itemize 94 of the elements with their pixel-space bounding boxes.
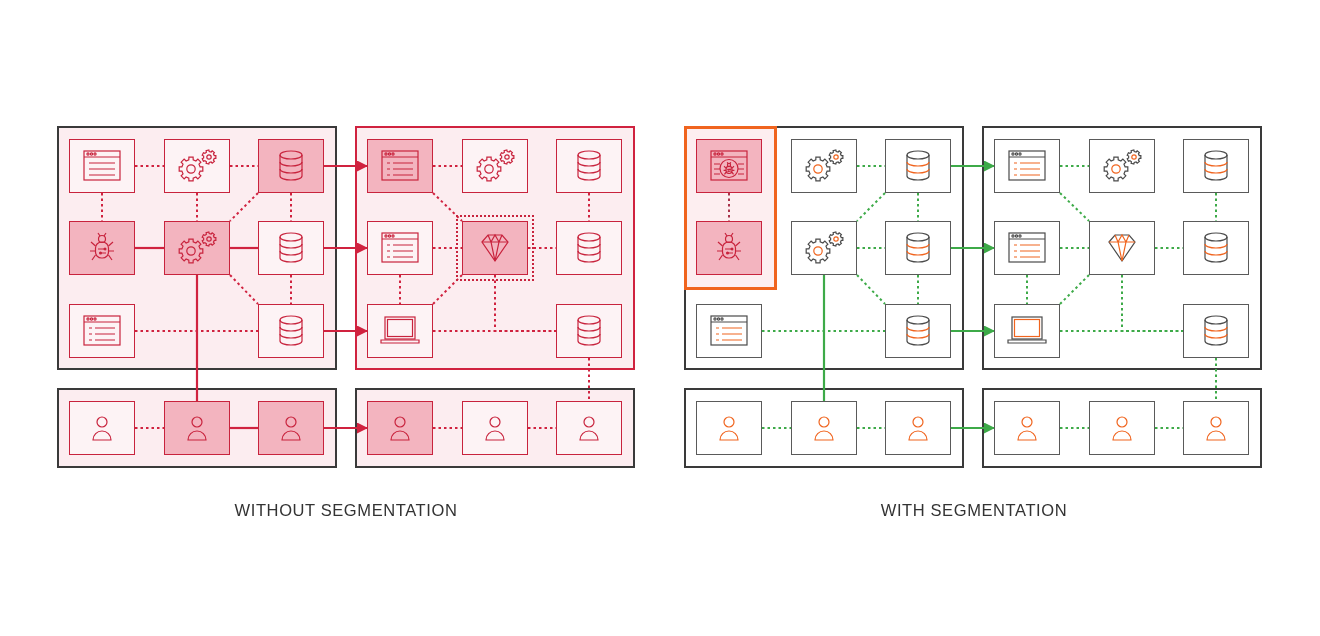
network-zone bbox=[982, 126, 1262, 370]
connector-line bbox=[230, 246, 258, 250]
network-zone bbox=[57, 388, 337, 468]
node-tile bbox=[696, 304, 762, 358]
network-zone bbox=[982, 388, 1262, 468]
arrow bbox=[324, 242, 368, 254]
connector-line bbox=[134, 165, 165, 167]
node-tile bbox=[696, 139, 762, 193]
node-tile bbox=[1089, 221, 1155, 275]
network-zone bbox=[355, 388, 635, 468]
node-tile bbox=[258, 304, 324, 358]
network-zone bbox=[684, 388, 964, 468]
connector-line bbox=[432, 427, 463, 429]
node-tile bbox=[696, 401, 762, 455]
connector-line bbox=[1059, 192, 1090, 222]
node-tile bbox=[164, 221, 230, 275]
node-tile bbox=[367, 401, 433, 455]
node-tile bbox=[885, 221, 951, 275]
connector-line bbox=[229, 274, 259, 305]
node-tile bbox=[164, 139, 230, 193]
arrow bbox=[324, 160, 368, 172]
segment-box bbox=[684, 126, 777, 290]
connector-line bbox=[588, 357, 590, 402]
arrow bbox=[324, 325, 368, 337]
network-zone bbox=[57, 126, 337, 370]
node-tile bbox=[791, 221, 857, 275]
connector-line bbox=[1215, 357, 1217, 402]
connector-line bbox=[761, 330, 886, 332]
node-tile bbox=[1089, 401, 1155, 455]
connector-line bbox=[134, 330, 259, 332]
node-tile bbox=[462, 401, 528, 455]
node-tile bbox=[1183, 304, 1249, 358]
connector-line bbox=[1026, 274, 1028, 305]
node-tile bbox=[258, 221, 324, 275]
node-tile bbox=[556, 304, 622, 358]
connector-line bbox=[1059, 247, 1090, 249]
connector-line bbox=[432, 192, 463, 222]
node-tile bbox=[1183, 139, 1249, 193]
connector-line bbox=[1059, 330, 1184, 332]
node-tile bbox=[1183, 401, 1249, 455]
arrow bbox=[951, 422, 995, 434]
node-tile bbox=[258, 139, 324, 193]
connector-line bbox=[856, 192, 886, 222]
connector-line bbox=[822, 275, 826, 401]
connector-line bbox=[1059, 427, 1090, 429]
node-tile bbox=[1089, 139, 1155, 193]
connector-line bbox=[229, 192, 259, 222]
caption: WITHOUT SEGMENTATION bbox=[234, 501, 458, 520]
node-tile bbox=[69, 304, 135, 358]
node-tile bbox=[556, 401, 622, 455]
node-tile bbox=[367, 304, 433, 358]
node-tile bbox=[556, 221, 622, 275]
node-tile bbox=[791, 139, 857, 193]
connector-line bbox=[399, 274, 401, 305]
connector-line bbox=[135, 246, 164, 250]
node-tile bbox=[994, 401, 1060, 455]
node-tile bbox=[994, 221, 1060, 275]
connector-line bbox=[230, 426, 258, 430]
node-tile bbox=[258, 401, 324, 455]
node-tile bbox=[885, 401, 951, 455]
connector-line bbox=[761, 427, 792, 429]
connector-line bbox=[432, 330, 557, 332]
node-tile bbox=[69, 401, 135, 455]
node-tile bbox=[1183, 221, 1249, 275]
node-tile bbox=[69, 221, 135, 275]
connector-line bbox=[432, 165, 463, 167]
connector-line bbox=[134, 427, 165, 429]
node-tile bbox=[556, 139, 622, 193]
connector-line bbox=[1059, 274, 1090, 305]
connector-line bbox=[432, 274, 463, 305]
connector-line bbox=[195, 275, 199, 401]
network-zone bbox=[355, 126, 635, 370]
node-tile bbox=[69, 139, 135, 193]
node-tile bbox=[885, 304, 951, 358]
arrow bbox=[324, 422, 368, 434]
connector-line bbox=[917, 274, 919, 305]
node-tile bbox=[994, 304, 1060, 358]
node-tile bbox=[696, 221, 762, 275]
node-tile bbox=[367, 221, 433, 275]
node-tile bbox=[367, 139, 433, 193]
connector-line bbox=[432, 247, 463, 249]
node-tile bbox=[885, 139, 951, 193]
arrow bbox=[951, 242, 995, 254]
network-zone bbox=[684, 126, 964, 370]
node-tile bbox=[462, 139, 528, 193]
node-tile bbox=[994, 139, 1060, 193]
connector-line bbox=[1059, 165, 1090, 167]
node-tile bbox=[164, 401, 230, 455]
caption: WITH SEGMENTATION bbox=[880, 501, 1068, 520]
connector-line bbox=[856, 274, 886, 305]
connector-line bbox=[290, 274, 292, 305]
arrow bbox=[951, 325, 995, 337]
node-tile bbox=[791, 401, 857, 455]
arrow bbox=[951, 160, 995, 172]
